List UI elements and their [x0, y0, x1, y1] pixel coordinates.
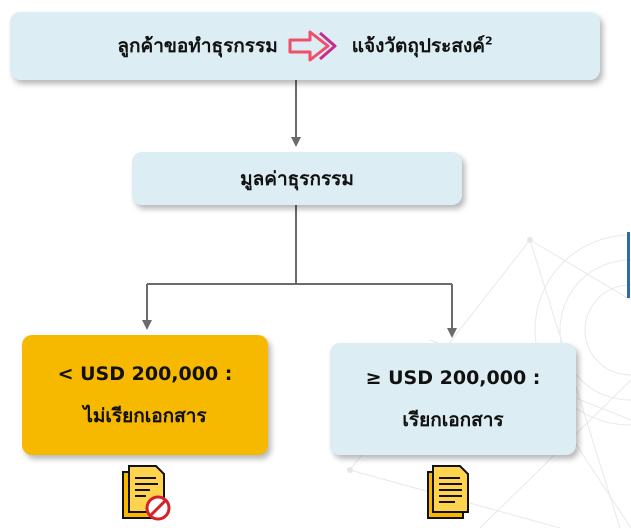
right-arrow-icon: [288, 30, 337, 62]
purpose-label: แจ้งวัตถุประสงค์2: [351, 34, 493, 57]
purpose-superscript: 2: [484, 34, 493, 48]
above-threshold-amount: ≥ USD 200,000 :: [365, 367, 541, 389]
above-threshold-box: ≥ USD 200,000 : เรียกเอกสาร: [330, 343, 576, 455]
document-prohibited-icon: [122, 465, 171, 521]
below-threshold-amount: < USD 200,000 :: [57, 363, 233, 385]
transaction-value-box: มูลค่าธุรกรรม: [132, 152, 462, 205]
transaction-value-label: มูลค่าธุรกรรม: [240, 167, 354, 190]
customer-request-label: ลูกค้าขอทำธุรกรรม: [117, 35, 278, 57]
above-threshold-action: เรียกเอกสาร: [402, 409, 504, 431]
below-threshold-box: < USD 200,000 : ไม่เรียกเอกสาร: [22, 335, 268, 455]
customer-request-box: ลูกค้าขอทำธุรกรรม แจ้งวัตถุประสงค์2: [10, 12, 600, 80]
below-threshold-action: ไม่เรียกเอกสาร: [83, 405, 207, 427]
document-icon: [427, 465, 469, 519]
